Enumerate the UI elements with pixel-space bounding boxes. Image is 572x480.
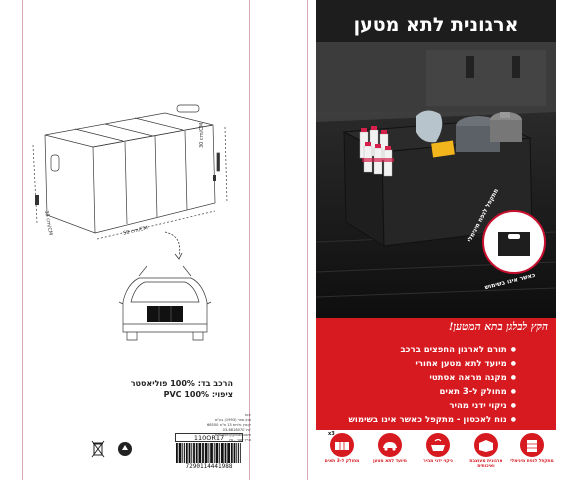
barcode-bar — [210, 443, 213, 463]
feature-item: מקנה מראה אסתטי — [316, 371, 516, 385]
barcode-bar — [188, 443, 191, 463]
feature-item: ניקוי ידני מהיר — [316, 399, 516, 413]
icon-label: ניקוי ידני מהיר — [423, 459, 453, 464]
three-compartments-icon — [330, 433, 354, 457]
fold-badge — [482, 210, 546, 274]
importer-line: סוזן סחר (1993) בע"מ — [214, 418, 251, 422]
recycle-icon — [118, 442, 132, 456]
importer-line: קיבוץ גלויות 13 ת"א 66550 — [206, 423, 251, 427]
barcode-bar — [202, 443, 204, 463]
box-organizer-icon — [474, 433, 498, 457]
icon-label: מיועד לתא מטען — [373, 459, 407, 464]
icon-cell-compartments: x3 מחולק ל-3 תאים — [320, 430, 364, 480]
barcode-bar — [221, 443, 224, 463]
barcode-bar — [182, 443, 184, 463]
icon-cell-box: ארגונית מעוצבת ואיכותית — [464, 430, 508, 480]
back-panel: 30 cm/CM 58 cm/CM 35 cm/CM הרכב בד: 100%… — [22, 0, 251, 480]
barcode-bar — [213, 443, 215, 463]
feature-item: מיועד לתא מטען אחורי — [316, 357, 516, 371]
barcode-bar — [230, 443, 233, 463]
barcode-bar — [238, 443, 239, 463]
importer-line: 03-6818070 טל' — [222, 428, 251, 432]
barcode-bar — [176, 443, 178, 463]
icon-label: מחולק ל-3 תאים — [324, 459, 360, 464]
hand-wash-icon — [426, 433, 450, 457]
barcode-bar — [227, 443, 230, 463]
barcode-bar — [198, 443, 202, 463]
icon-label: מתקפל לנפח מינימלי — [510, 459, 554, 464]
slogan: הקץ לבלגן בתא המטען! — [448, 321, 548, 333]
barcode-bar — [191, 443, 193, 463]
fold-storage-icon — [520, 433, 544, 457]
feature-list: תורם לארגון החפצים ברכב מיועד לתא מטען א… — [316, 343, 516, 427]
barcode-bar — [233, 443, 236, 463]
sku-label: 110OR17 — [175, 433, 243, 442]
icon-cell-fold: מתקפל לנפח מינימלי — [510, 430, 554, 480]
spine-fold — [250, 0, 308, 480]
barcode-bar — [185, 443, 188, 463]
material-coating: ציפוי: 100% PVC — [163, 390, 233, 399]
barcode-bar — [219, 443, 221, 463]
barcode-number: 7290114441988 — [185, 463, 233, 470]
car-line-drawing — [118, 265, 212, 341]
material-fabric: הרכב בד: 100% פוליאסטר — [130, 379, 233, 388]
barcode-bar — [208, 443, 210, 463]
trunk-photo — [316, 42, 556, 318]
feature-item: תורם לארגון החפצים ברכב — [316, 343, 516, 357]
barcode-bar — [178, 443, 182, 463]
organizer-line-drawing — [32, 104, 228, 240]
icon-cell-trunk: מיועד לתא מטען — [368, 430, 412, 480]
barcode-icon — [176, 443, 241, 463]
material-info: הרכב בד: 100% פוליאסטר ציפוי: 100% PVC — [83, 378, 233, 400]
barcode-bar — [204, 443, 208, 463]
barcode-bar — [236, 443, 238, 463]
feature-item: מחולק ל-3 תאים — [316, 385, 516, 399]
icon-label: ארגונית מעוצבת ואיכותית — [469, 459, 503, 469]
curved-arrow-icon — [164, 231, 183, 260]
icon-cell-wash: ניקוי ידני מהיר — [416, 430, 460, 480]
feature-icon-bar: x3 מחולק ל-3 תאים מיועד לתא מטען ניקוי י… — [316, 430, 556, 480]
barcode-bar — [195, 443, 198, 463]
barcode-bar — [184, 443, 185, 463]
product-title: ארגונית לתא מטען — [353, 14, 519, 36]
barcode-bar — [239, 443, 241, 463]
importer-line: יבוא — [244, 413, 251, 417]
car-trunk-icon — [378, 433, 402, 457]
barcode-bar — [224, 443, 227, 463]
no-bin-icon — [91, 440, 105, 458]
barcode-bar — [193, 443, 195, 463]
dimension-height: 30 cm/CM — [199, 122, 205, 148]
front-panel: ארגונית לתא מטען — [316, 0, 556, 480]
importer-line: eztrade@gmail.com — [214, 433, 251, 437]
folded-bag-icon — [498, 232, 530, 256]
importer-info: יבוא סוזן סחר (1993) בע"מ קיבוץ גלויות 1… — [151, 413, 251, 443]
importer-line: ארץ ייצור - סין — [229, 438, 251, 442]
feature-item: נוח לאכסון - מתקפל כאשר אינו בשימוש — [316, 413, 516, 427]
x3-badge: x3 — [328, 431, 335, 437]
barcode-bar — [215, 443, 219, 463]
